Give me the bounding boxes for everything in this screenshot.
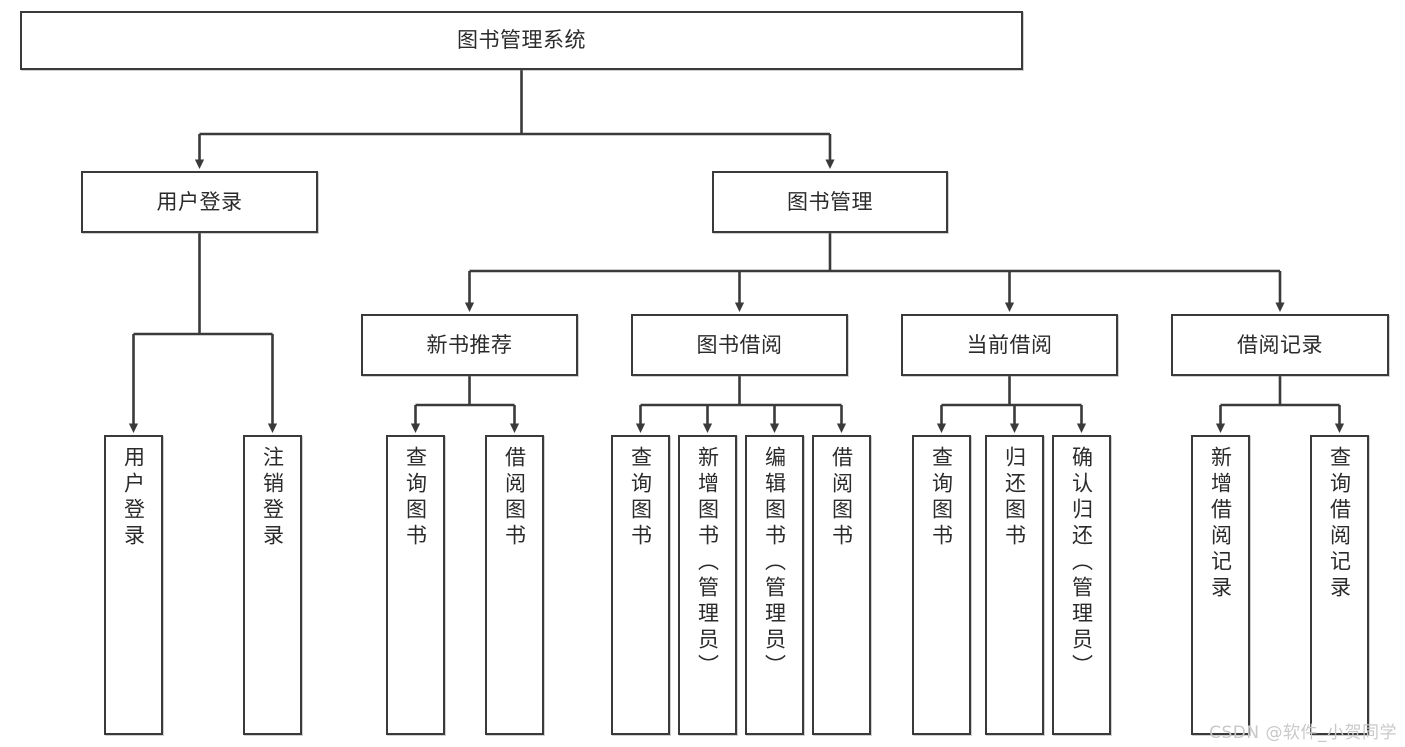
- node-label: 借阅记录: [1237, 332, 1323, 357]
- node-label: 新书推荐: [426, 332, 513, 357]
- node-label: 新增借阅记录: [1208, 446, 1233, 602]
- node-label: 查询图书: [628, 446, 653, 550]
- node-root[interactable]: 图书管理系统: [20, 11, 1023, 70]
- node-book-manage[interactable]: 图书管理: [712, 171, 948, 233]
- node-label: 注销登录: [260, 446, 285, 550]
- node-label: 归还图书: [1002, 446, 1027, 550]
- node-borrow-record[interactable]: 借阅记录: [1171, 314, 1389, 376]
- node-label: 用户登录: [121, 446, 146, 550]
- node-leaf-borrow-add-book[interactable]: 新增图书（管理员）: [678, 435, 737, 735]
- node-label: 查询图书: [403, 446, 428, 550]
- node-label: 图书管理: [787, 189, 873, 214]
- node-label: 借阅图书: [502, 446, 527, 550]
- node-label: 图书管理系统: [457, 28, 586, 53]
- node-label: 图书借阅: [696, 332, 783, 357]
- node-label: 查询借阅记录: [1327, 446, 1352, 602]
- node-user-login[interactable]: 用户登录: [81, 171, 318, 233]
- node-leaf-user-login[interactable]: 用户登录: [104, 435, 163, 735]
- node-leaf-record-add[interactable]: 新增借阅记录: [1191, 435, 1250, 735]
- node-label: 确认归还（管理员）: [1069, 446, 1094, 680]
- node-leaf-borrow-borrow-book[interactable]: 借阅图书: [812, 435, 871, 735]
- node-leaf-current-return-book[interactable]: 归还图书: [985, 435, 1044, 735]
- node-leaf-recommend-borrow-book[interactable]: 借阅图书: [485, 435, 544, 735]
- node-new-book-recommend[interactable]: 新书推荐: [361, 314, 578, 376]
- node-leaf-borrow-edit-book[interactable]: 编辑图书（管理员）: [745, 435, 804, 735]
- node-label: 查询图书: [929, 446, 954, 550]
- node-label: 编辑图书（管理员）: [762, 446, 787, 680]
- node-leaf-borrow-query-book[interactable]: 查询图书: [611, 435, 670, 735]
- node-book-borrow[interactable]: 图书借阅: [631, 314, 848, 376]
- node-leaf-current-query-book[interactable]: 查询图书: [912, 435, 971, 735]
- node-current-borrow[interactable]: 当前借阅: [901, 314, 1118, 376]
- node-leaf-recommend-query-book[interactable]: 查询图书: [386, 435, 445, 735]
- node-leaf-current-confirm-return[interactable]: 确认归还（管理员）: [1052, 435, 1111, 735]
- csdn-watermark: CSDN @软件_小贺同学: [1209, 723, 1397, 743]
- node-label: 用户登录: [156, 189, 243, 214]
- node-leaf-record-query[interactable]: 查询借阅记录: [1310, 435, 1369, 735]
- node-leaf-user-logout[interactable]: 注销登录: [243, 435, 302, 735]
- node-label: 当前借阅: [966, 332, 1053, 357]
- node-label: 借阅图书: [829, 446, 854, 550]
- node-label: 新增图书（管理员）: [695, 446, 720, 680]
